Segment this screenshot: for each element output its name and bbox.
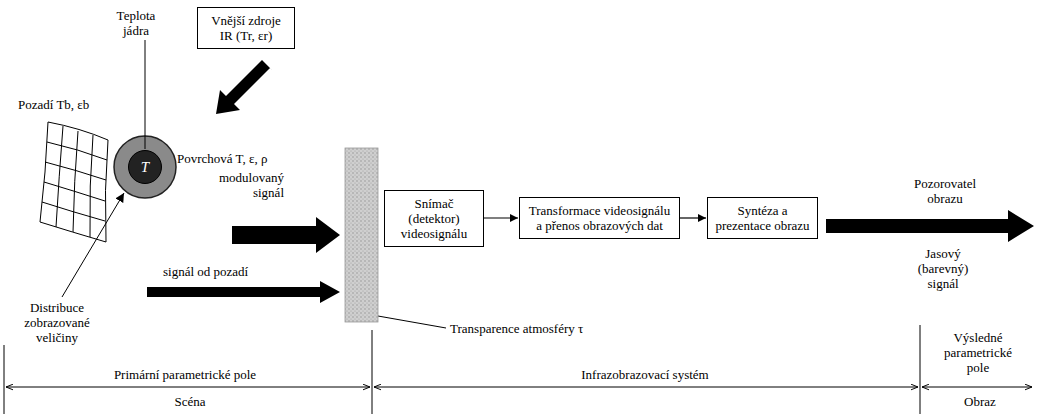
background-label: Pozadí Tb, εb [18, 97, 130, 112]
grid-line [47, 142, 107, 160]
flow-arrow [680, 217, 706, 218]
section-label: Primární parametrické pole [60, 367, 310, 382]
flow-arrow [484, 217, 518, 218]
background-grid [40, 122, 108, 242]
range-arrow [6, 387, 370, 388]
range-arrow [922, 387, 1032, 388]
atmosphere-label: Transparence atmosféry τ [450, 321, 670, 336]
leader-line [145, 40, 146, 149]
node-text: Vnější zdroje IR (Tr, εr) [205, 13, 287, 43]
section-label: Infrazobrazovací systém [520, 367, 770, 382]
section-name: Scéna [160, 394, 220, 409]
range-arrow [374, 387, 918, 388]
observer-label: Pozorovatel obrazu [900, 176, 990, 206]
grid-line [90, 135, 93, 237]
leader-arrow [62, 193, 124, 297]
field-label: Výsledné parametrické pole [932, 330, 1024, 375]
grid-line [73, 131, 78, 232]
divider-line [920, 325, 921, 414]
process-box: Syntéza a prezentace obrazu [707, 197, 818, 239]
process-box: Snímač (detektor) videosignálu [384, 190, 484, 247]
signal-label: modulovaný signál [200, 170, 284, 200]
grid-line [44, 182, 105, 201]
node-text: Snímač (detektor) videosignálu [392, 196, 476, 241]
atmosphere-band [345, 148, 378, 322]
core-label: Teplota jádra [105, 8, 167, 38]
ir-source-arrow [216, 60, 272, 114]
surface-label: Povrchová T, ε, ρ [177, 151, 302, 166]
node-text: Syntéza a prezentace obrazu [715, 203, 810, 233]
grid-line [56, 126, 63, 227]
output-arrow [826, 210, 1034, 242]
signal-label: Jasový (barevný) signál [905, 246, 981, 291]
divider-line [4, 345, 5, 414]
divider-line [372, 330, 373, 414]
node-text: T [141, 160, 149, 175]
grid-line [45, 162, 106, 180]
grid-line [42, 202, 105, 221]
grid-outline [40, 122, 108, 242]
section-name: Obraz [950, 394, 1010, 409]
process-box: Transformace videosignálu a přenos obraz… [519, 197, 680, 239]
modulated-signal-arrow [232, 217, 340, 253]
core-circle: T [128, 150, 162, 184]
source-box: Vnější zdroje IR (Tr, εr) [197, 7, 295, 49]
distribution-label: Distribuce zobrazované veličiny [12, 300, 102, 345]
signal-label: signál od pozadí [163, 264, 293, 279]
leader-line [378, 316, 446, 328]
node-text: Transformace videosignálu a přenos obraz… [527, 203, 672, 233]
background-signal-arrow [147, 281, 340, 303]
core-disc [129, 151, 162, 184]
